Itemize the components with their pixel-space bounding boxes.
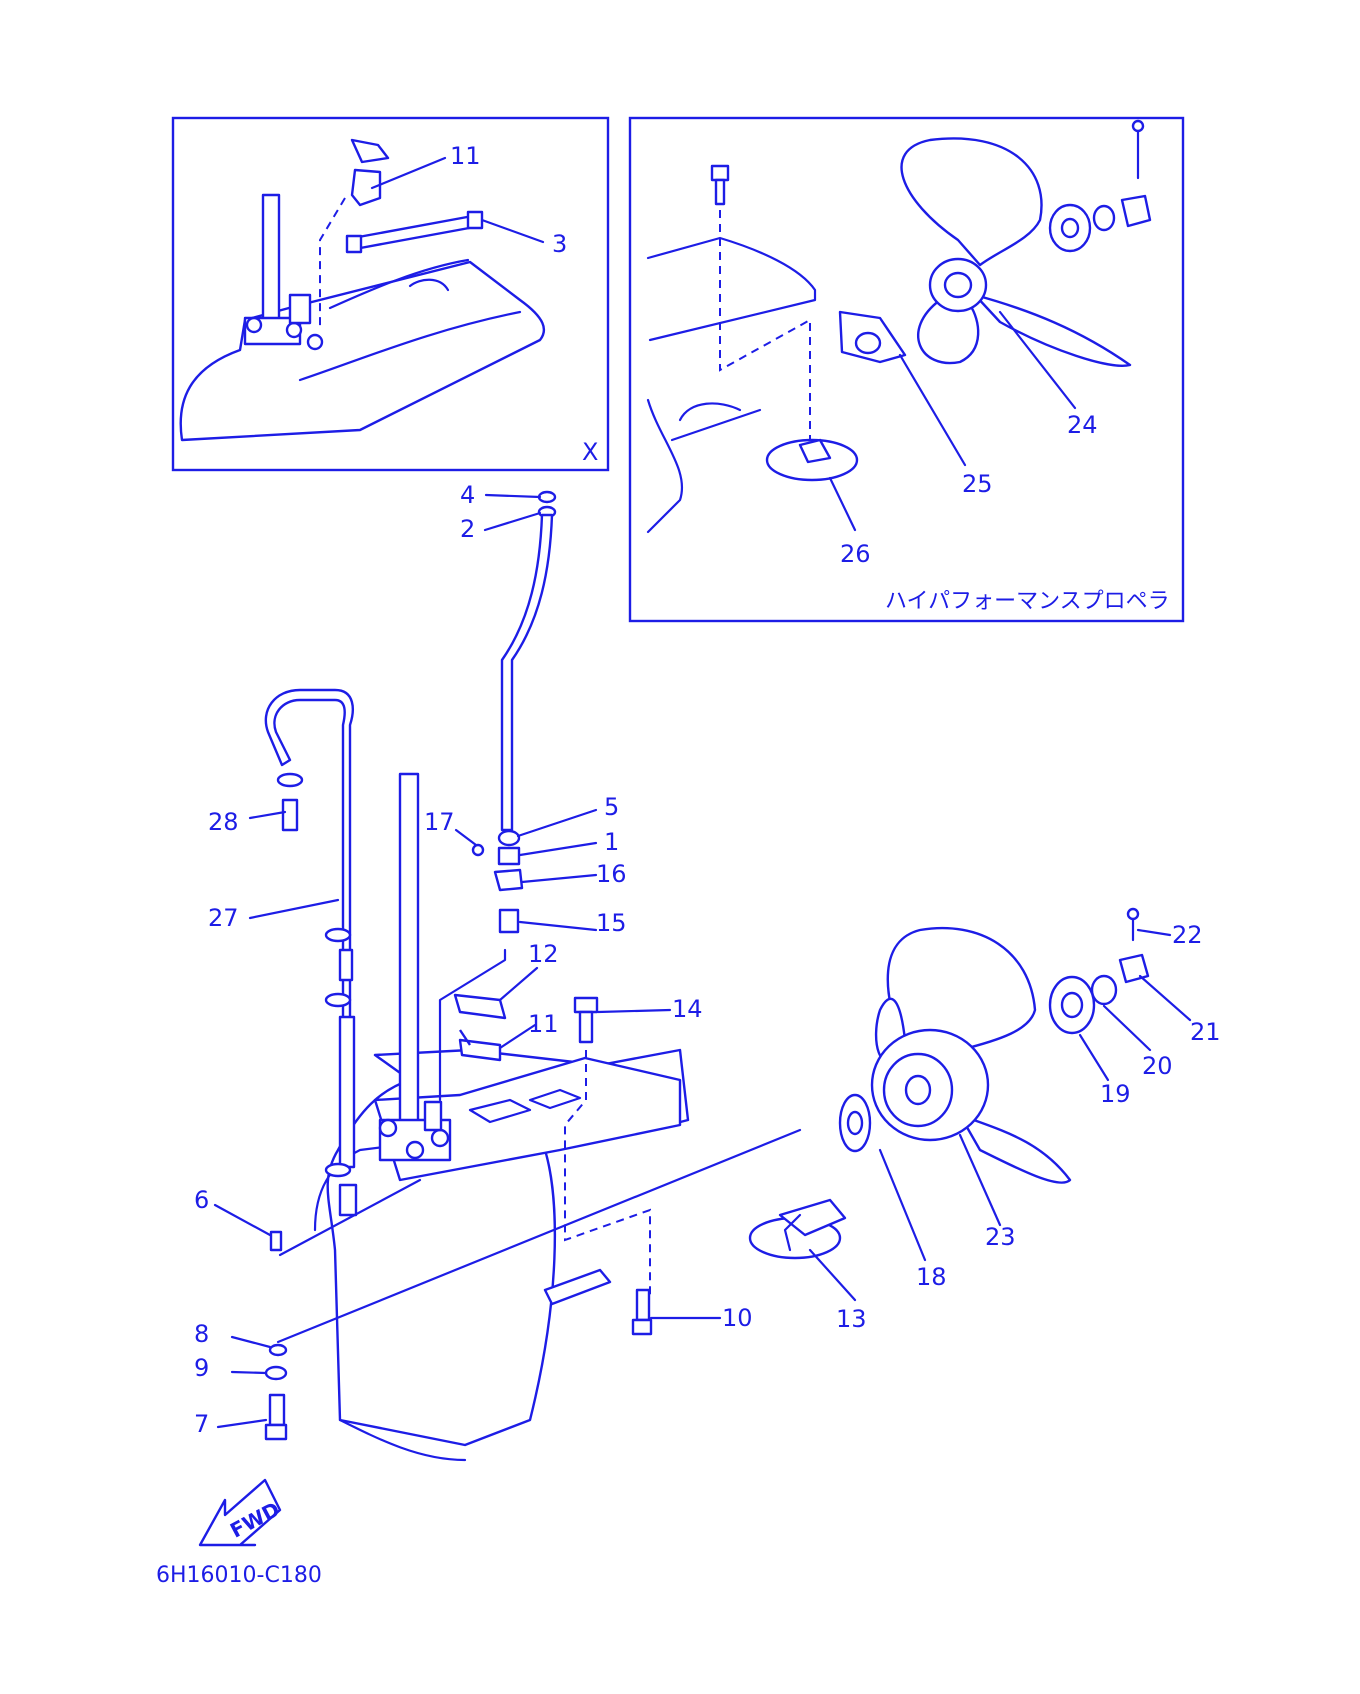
callout-18: 18 bbox=[916, 1263, 947, 1291]
callout-11-inset: 11 bbox=[450, 142, 481, 170]
callout-10: 10 bbox=[722, 1304, 753, 1332]
fwd-arrow: FWD bbox=[198, 1478, 284, 1547]
callout-23: 23 bbox=[985, 1223, 1016, 1251]
callout-16: 16 bbox=[596, 860, 627, 888]
callout-20: 20 bbox=[1142, 1052, 1173, 1080]
callout-11: 11 bbox=[528, 1010, 559, 1038]
callout-17: 17 bbox=[424, 808, 455, 836]
callout-12: 12 bbox=[528, 940, 559, 968]
callout-24: 24 bbox=[1067, 411, 1098, 439]
callout-5: 5 bbox=[604, 793, 619, 821]
callout-26: 26 bbox=[840, 540, 871, 568]
leader-lines bbox=[213, 493, 1192, 1429]
callout-28: 28 bbox=[208, 808, 239, 836]
inset-left: 11 3 X bbox=[171, 116, 610, 472]
callout-7: 7 bbox=[194, 1410, 209, 1438]
callout-27: 27 bbox=[208, 904, 239, 932]
callout-4: 4 bbox=[460, 481, 475, 509]
callout-6: 6 bbox=[194, 1186, 209, 1214]
callout-14: 14 bbox=[672, 995, 703, 1023]
drawing-number: 6H16010-C180 bbox=[156, 1563, 322, 1588]
callout-22: 22 bbox=[1172, 921, 1203, 949]
view-x-label: X bbox=[582, 438, 598, 466]
inset-right: 24 25 26 ハイパフォーマンスプロペラ bbox=[628, 116, 1185, 623]
callouts: 4 2 5 1 16 17 15 12 14 11 28 27 6 8 9 7 … bbox=[194, 481, 1221, 1438]
callout-1: 1 bbox=[604, 828, 619, 856]
callout-15: 15 bbox=[596, 909, 627, 937]
callout-3: 3 bbox=[552, 230, 567, 258]
callout-9: 9 bbox=[194, 1354, 209, 1382]
main-assembly: FWD bbox=[198, 490, 1150, 1547]
callout-8: 8 bbox=[194, 1320, 209, 1348]
callout-19: 19 bbox=[1100, 1080, 1131, 1108]
callout-25: 25 bbox=[962, 470, 993, 498]
high-performance-propeller-caption: ハイパフォーマンスプロペラ bbox=[885, 589, 1170, 614]
callout-2: 2 bbox=[460, 515, 475, 543]
callout-13: 13 bbox=[836, 1305, 867, 1333]
callout-21: 21 bbox=[1190, 1018, 1221, 1046]
